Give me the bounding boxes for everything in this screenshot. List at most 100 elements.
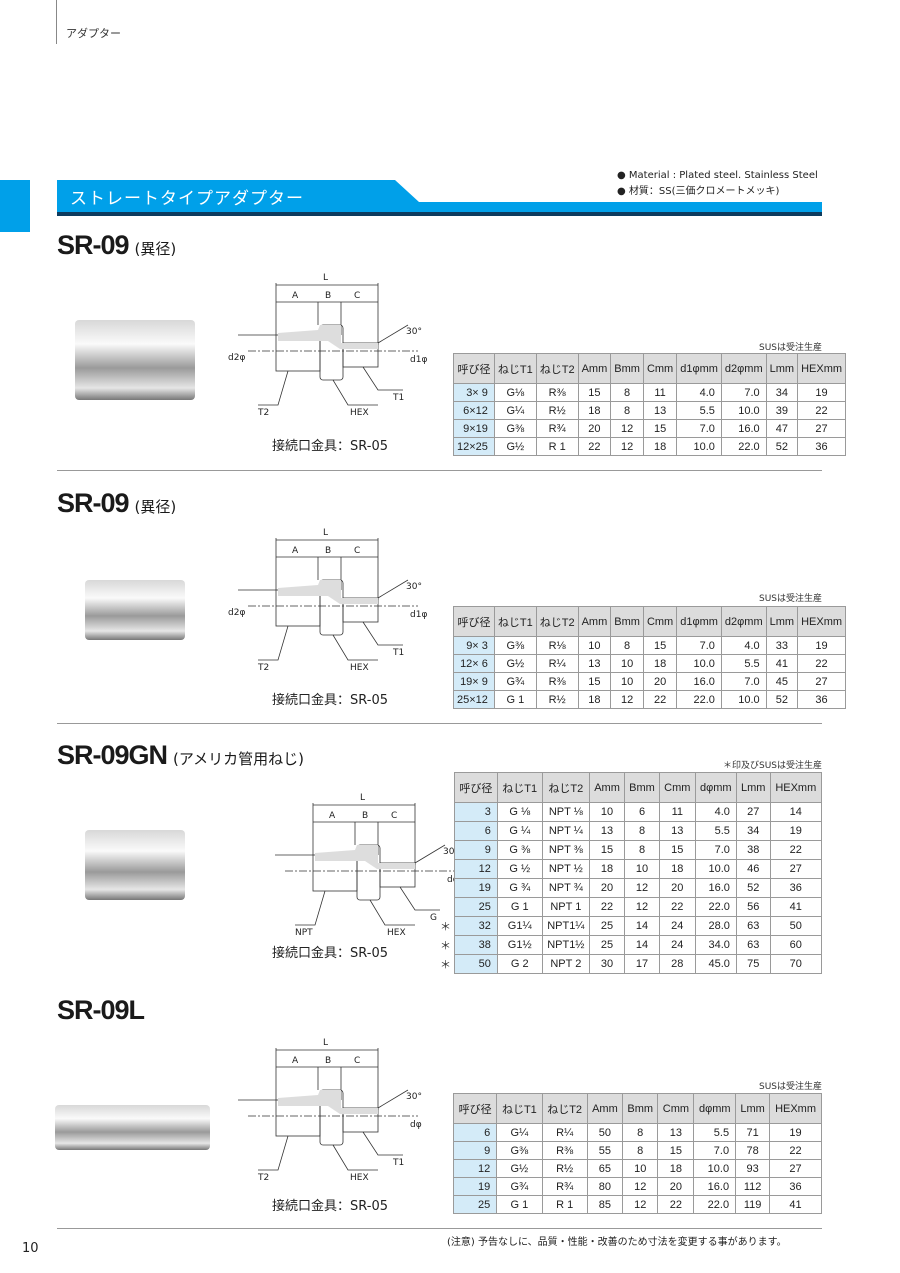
product-photo — [55, 1105, 210, 1150]
table-cell: 15 — [577, 383, 612, 402]
diagram-label-t2: T2 — [258, 663, 270, 673]
diagram-label-B: B — [325, 291, 332, 301]
diagram-label-t1: T1 — [393, 1158, 405, 1168]
table-cell: G1½ — [496, 935, 543, 955]
column-header: ねじT1 — [496, 772, 543, 803]
diagram-label-C: C — [391, 811, 398, 821]
table-cell: 19× 9 — [453, 672, 495, 691]
table-cell: 6 — [452, 1123, 498, 1142]
order-mark — [437, 841, 455, 860]
table-cell: G ¼ — [496, 821, 543, 841]
product-photo — [75, 320, 195, 400]
table-cell: 10.0 — [720, 401, 767, 420]
table-cell: 28.0 — [694, 916, 737, 936]
table-cell: 25 — [454, 897, 498, 917]
table-cell: NPT ½ — [541, 859, 591, 879]
table-cell: 4.0 — [694, 802, 737, 822]
table-cell: 8 — [624, 821, 660, 841]
diagram-label-t2: T2 — [258, 1173, 270, 1183]
table-cell: R 1 — [535, 437, 579, 456]
footer-divider — [57, 1228, 822, 1229]
table-cell: 13 — [642, 401, 678, 420]
column-header: HEXmm — [797, 353, 847, 384]
table-cell: NPT1¼ — [541, 916, 591, 936]
order-mark: ＊ — [440, 921, 451, 933]
table-cell: 50 — [586, 1123, 624, 1142]
table-cell: 8 — [622, 1141, 659, 1160]
model-name: SR-09L — [57, 995, 145, 1025]
section-banner — [57, 180, 822, 216]
table-cell: NPT ⅛ — [541, 802, 591, 822]
table-cell: 12 — [624, 897, 660, 917]
side-tab — [0, 180, 30, 232]
diagram-label-L: L — [323, 273, 329, 283]
table-cell: 75 — [735, 954, 771, 974]
table-cell: 50 — [769, 916, 823, 936]
table-cell: G¾ — [496, 1177, 543, 1196]
table-cell: G 2 — [496, 954, 543, 974]
table-cell: 15 — [657, 1141, 695, 1160]
diagram-label-B: B — [325, 1056, 332, 1066]
table-cell: NPT ¾ — [541, 878, 591, 898]
table-cell: 10.0 — [720, 690, 767, 709]
model-subtitle: (異径) — [134, 240, 177, 258]
table-cell: 15 — [589, 840, 626, 860]
table-cell: 30 — [589, 954, 626, 974]
table-cell: NPT 1 — [541, 897, 591, 917]
table-cell: 11 — [658, 802, 696, 822]
diagram-label-angle: 30° — [406, 582, 422, 592]
table-cell: 10 — [589, 802, 626, 822]
table-cell: 18 — [642, 654, 678, 673]
table-cell: 34 — [735, 821, 771, 841]
diagram-label-hex: HEX — [387, 928, 406, 938]
diagram-label-d1: dφ — [447, 875, 459, 885]
table-cell: 20 — [577, 419, 612, 438]
diagram-label-B: B — [362, 811, 369, 821]
column-header: Lmm — [765, 353, 799, 384]
diagram-label-t2: T2 — [258, 408, 270, 418]
table-cell: G½ — [496, 1159, 543, 1178]
table-cell: 7.0 — [720, 383, 767, 402]
table-cell: 5.5 — [693, 1123, 737, 1142]
table-cell: 34.0 — [694, 935, 737, 955]
material-en: ● Material : Plated steel. Stainless Ste… — [617, 170, 818, 181]
table-cell: 8 — [624, 840, 660, 860]
order-mark: ＊ — [440, 959, 451, 971]
order-mark: ＊ — [440, 940, 451, 952]
table-cell: 18 — [589, 859, 626, 879]
table-cell: 12 — [622, 1177, 659, 1196]
column-header: Bmm — [624, 772, 660, 803]
column-header: Cmm — [658, 772, 696, 803]
table-cell: 41 — [769, 897, 823, 917]
table-cell: 14 — [624, 935, 660, 955]
table-cell: 112 — [735, 1177, 771, 1196]
product-photo — [85, 580, 185, 640]
table-cell: 12 — [624, 878, 660, 898]
table-cell: 5.5 — [694, 821, 737, 841]
model-subtitle: (異径) — [134, 498, 177, 516]
diagram-label-hex: HEX — [350, 1173, 369, 1183]
table-cell: R⅜ — [541, 1141, 588, 1160]
table-cell: 20 — [658, 878, 696, 898]
table-cell: 7.0 — [694, 840, 737, 860]
table-cell: 22 — [658, 897, 696, 917]
column-header: Cmm — [642, 353, 678, 384]
table-cell: 12 — [622, 1195, 659, 1214]
order-mark — [437, 803, 455, 822]
diagram-label-L: L — [323, 1038, 329, 1048]
table-cell: G 1 — [496, 897, 543, 917]
diagram-label-t1: G — [430, 913, 437, 923]
